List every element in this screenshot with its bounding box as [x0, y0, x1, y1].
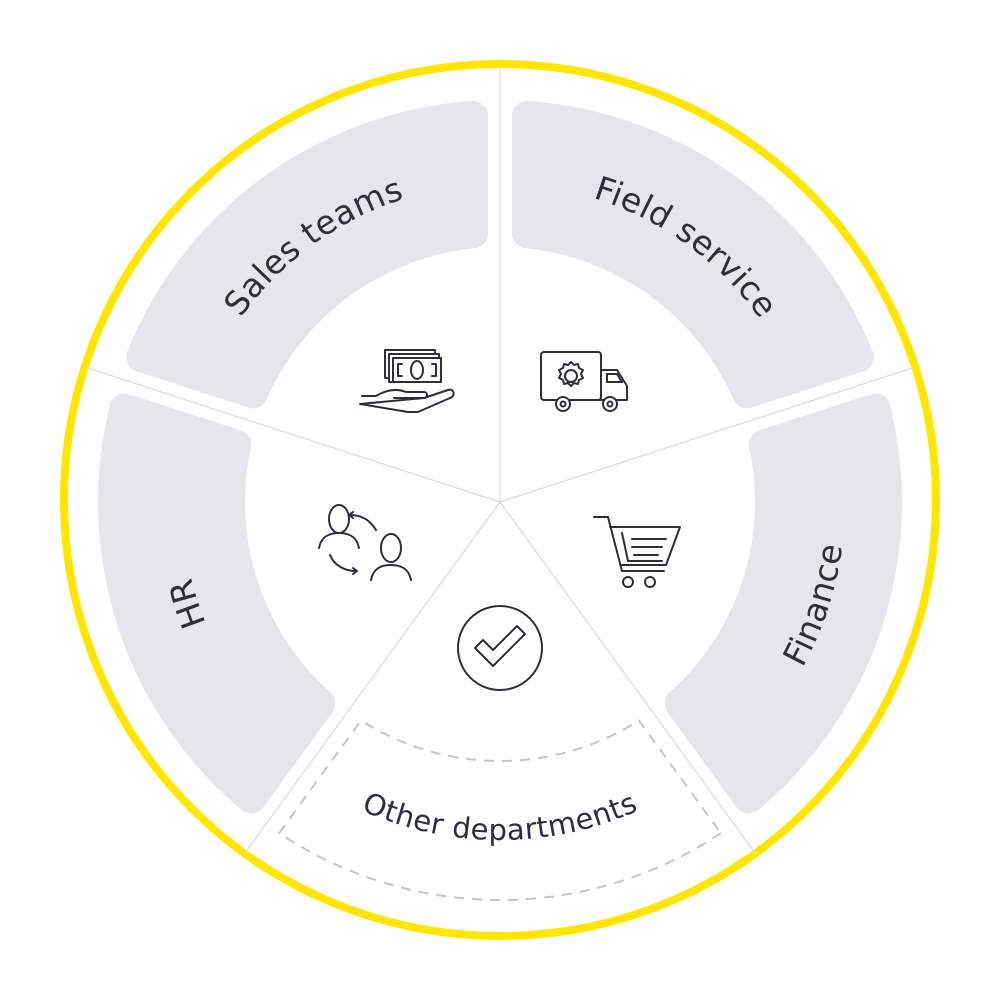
checkmark-circle-icon [457, 605, 543, 691]
segment-sales-teams [126, 100, 489, 409]
segment-divider [243, 501, 501, 855]
people-exchange-icon [318, 504, 412, 581]
truck-gear-icon [540, 351, 628, 412]
outer-yellow-ring [60, 60, 940, 940]
segment-label-text: Other departments [358, 785, 641, 847]
segment-label: Other departments [358, 785, 642, 847]
segment-other-departments [278, 719, 722, 901]
segment-field-service [511, 100, 874, 409]
segment-divider [499, 367, 914, 503]
hand-money-icon [359, 349, 455, 413]
segment-divider [499, 501, 757, 855]
segment-hr [98, 393, 336, 814]
segment-finance [664, 393, 902, 814]
segment-divider [86, 367, 501, 503]
shopping-cart-icon [593, 516, 681, 588]
